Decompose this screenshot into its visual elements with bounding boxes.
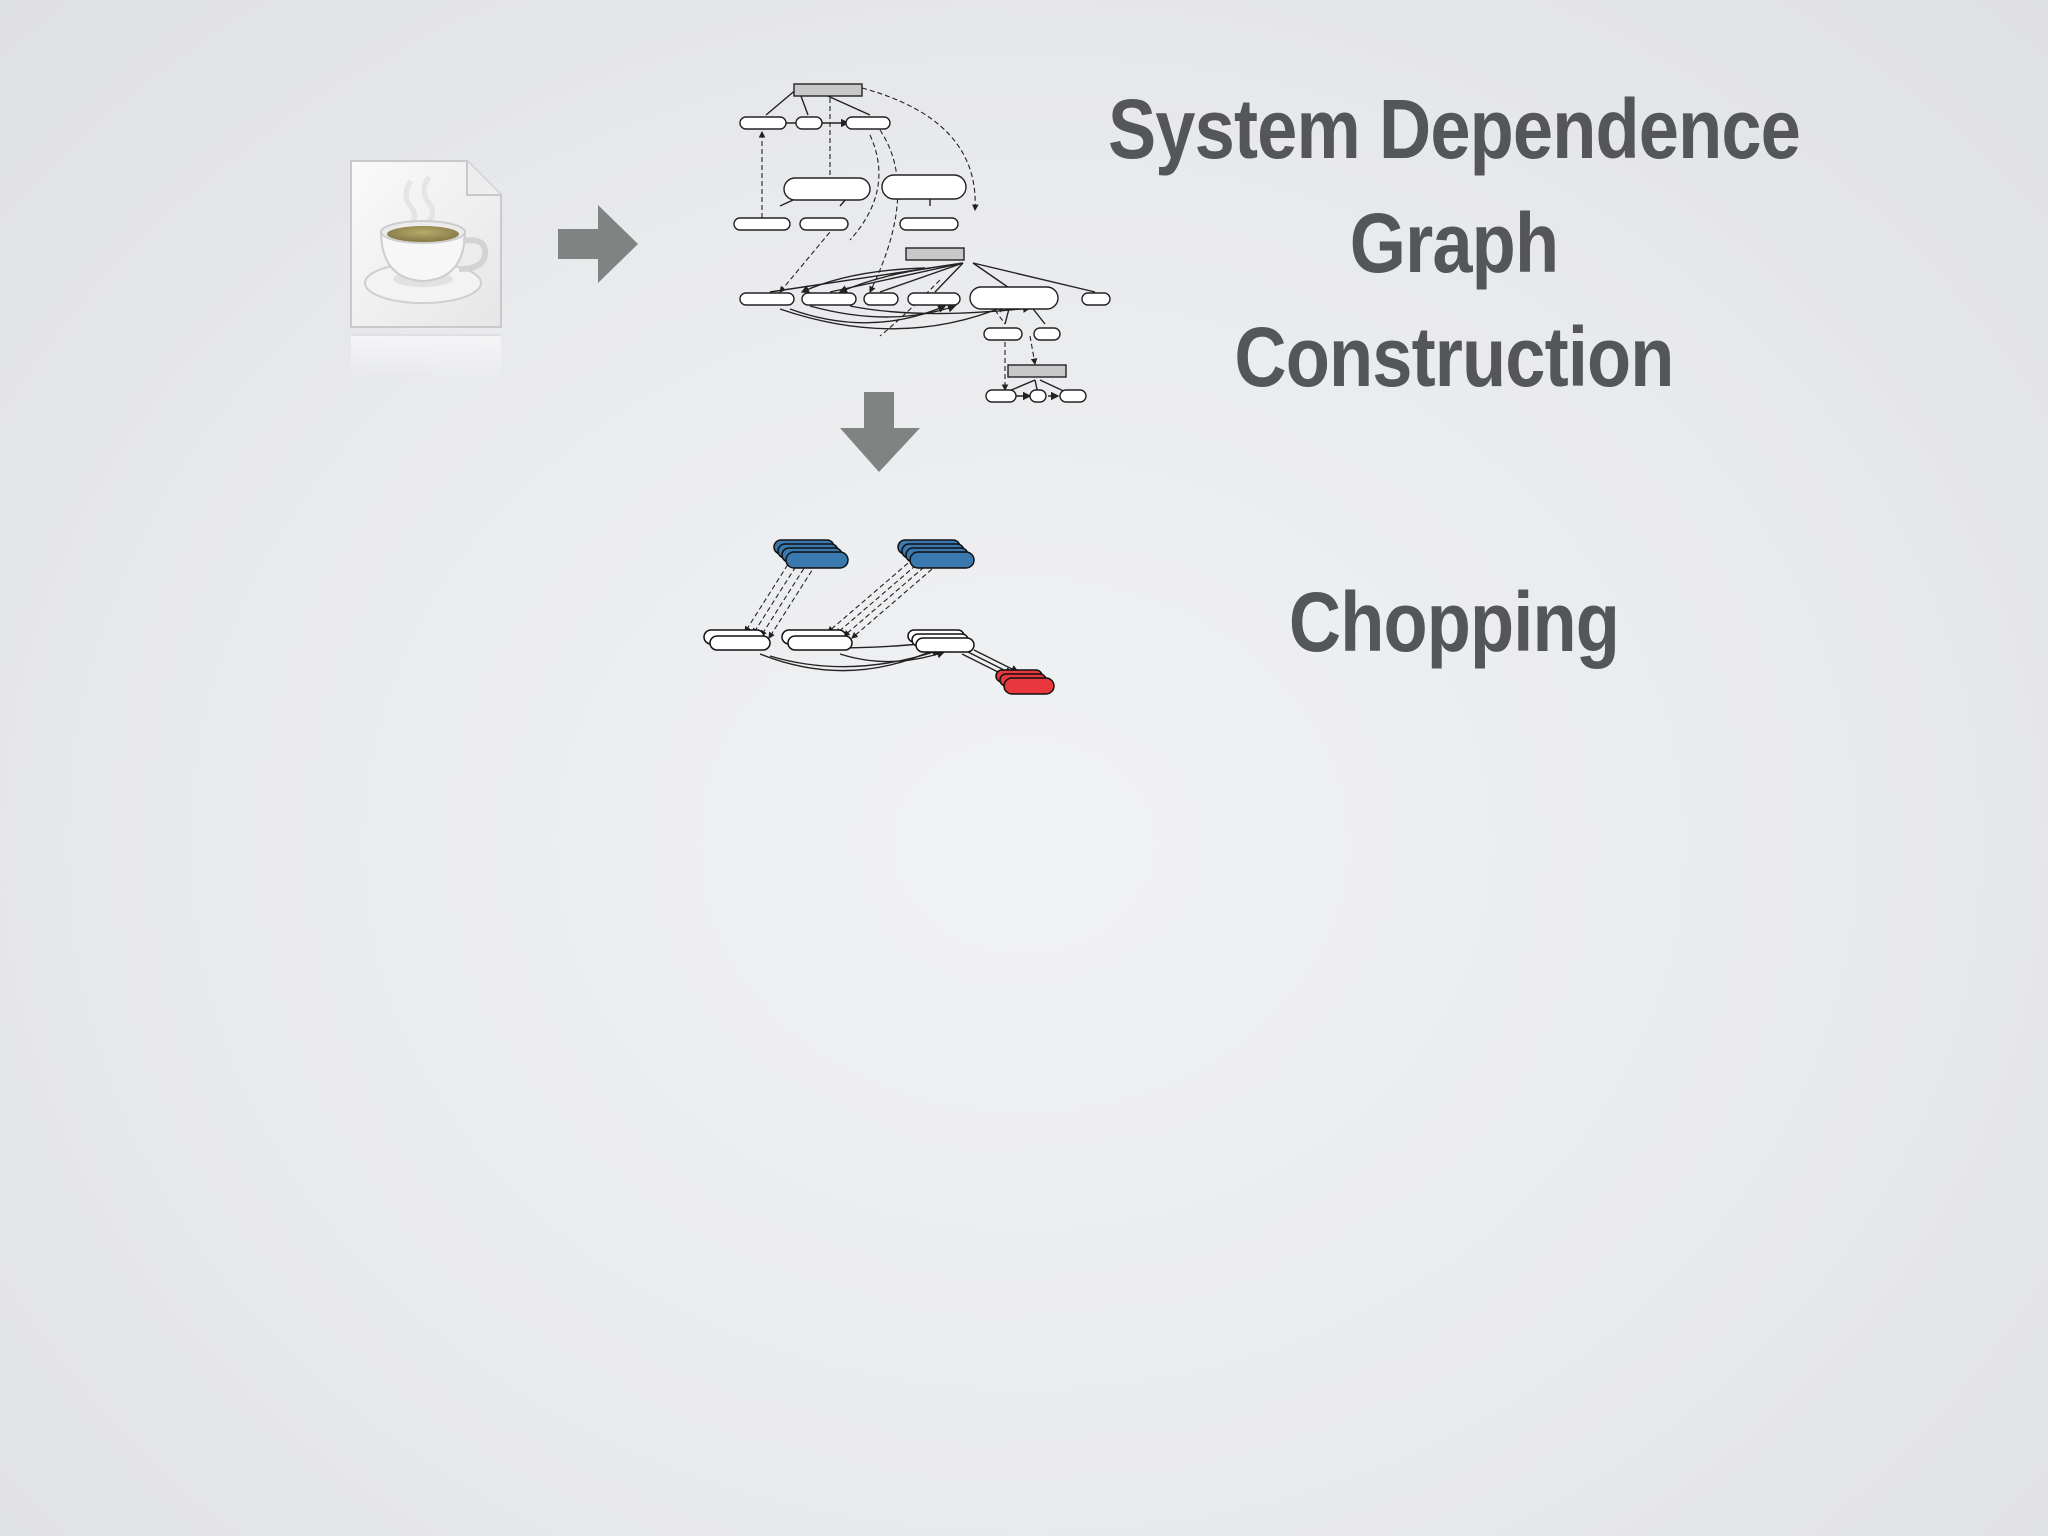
chopping-label-text: Chopping xyxy=(1288,575,1620,669)
arrow-down-icon xyxy=(840,392,920,472)
arrow-right-icon xyxy=(558,205,638,283)
slide-title: System Dependence Graph Construction xyxy=(1064,72,1845,414)
java-file-icon xyxy=(350,160,502,379)
chopping-diagram xyxy=(703,539,1055,695)
title-line-2: Graph xyxy=(1349,196,1559,290)
title-line-3: Construction xyxy=(1234,310,1674,404)
dependence-graph-diagram xyxy=(733,83,1111,403)
title-line-1: System Dependence xyxy=(1107,82,1801,176)
chopping-label: Chopping xyxy=(1064,565,1845,679)
